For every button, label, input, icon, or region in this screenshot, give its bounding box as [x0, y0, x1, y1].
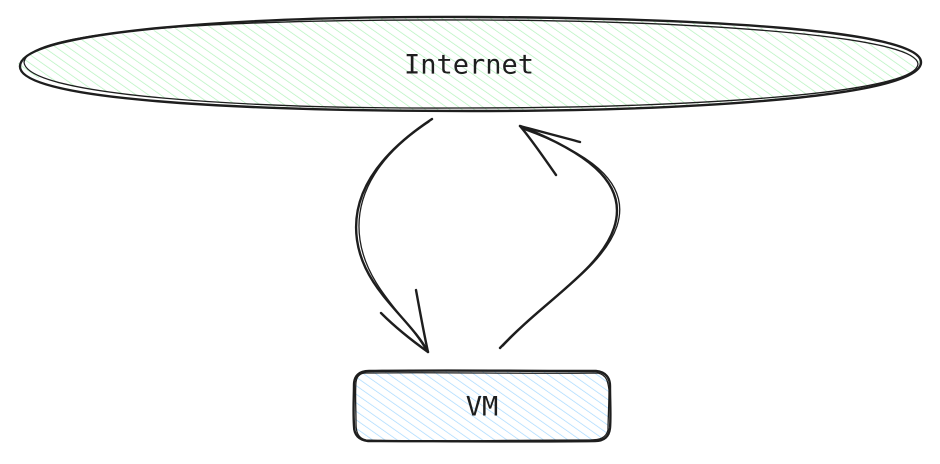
edge-vm-to-internet-line-2: [502, 128, 621, 347]
internet-label: Internet: [404, 50, 534, 81]
edge-vm-to-internet: [498, 124, 621, 350]
edge-internet-to-vm: [354, 117, 434, 354]
vm-box-outline: [352, 369, 612, 443]
edge-vm-to-internet-line: [498, 124, 619, 350]
vm-label: VM: [466, 392, 499, 423]
arrowhead-down: [379, 288, 430, 354]
vm-box-outline-2: [354, 372, 610, 442]
internet-ellipse-outline: [18, 15, 923, 113]
internet-ellipse-outline-2: [23, 19, 919, 109]
vm-box-fill: [354, 371, 610, 440]
internet-node: Internet: [18, 15, 923, 113]
arrowhead-up: [518, 124, 582, 177]
edge-internet-to-vm-line-2: [358, 121, 430, 351]
internet-ellipse-fill: [18, 17, 922, 111]
vm-node: VM: [352, 369, 612, 443]
